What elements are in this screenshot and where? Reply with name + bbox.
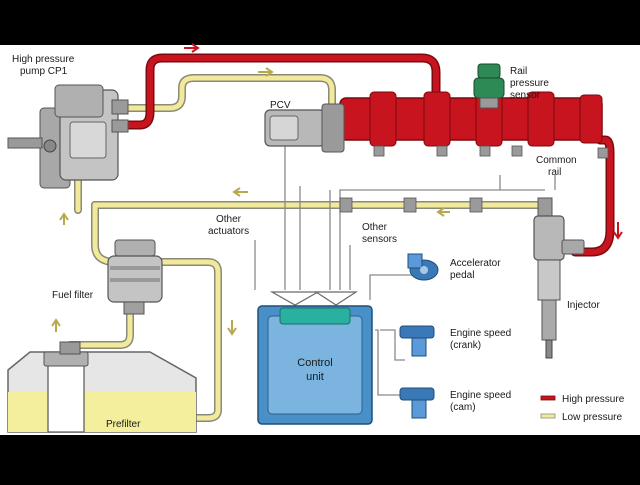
legend-label-low: Low pressure (562, 412, 622, 423)
other-actuators-label-1: Other (216, 214, 242, 225)
legend-label-high: High pressure (562, 394, 625, 405)
input-arrows (269, 291, 359, 306)
fuel-filter-label: Fuel filter (52, 290, 94, 301)
accelerator-label-1: Accelerator (450, 258, 501, 269)
engine-speed-crank-sensor-icon (399, 325, 435, 357)
labels: High pressure pump CP1 PCV Rail pressure… (12, 54, 600, 430)
other-sensors-label-2: sensors (362, 234, 397, 245)
accelerator-pedal-icon (407, 253, 439, 281)
legend-swatch-high (540, 395, 556, 401)
legend: High pressure Low pressure (540, 394, 625, 423)
common-rail-label-2: rail (548, 167, 561, 178)
common-rail (339, 91, 609, 159)
return-connectors (339, 197, 483, 213)
control-unit-label-2: unit (306, 371, 324, 383)
pcv-label: PCV (270, 100, 291, 111)
fuel-tank (7, 341, 197, 433)
engine-speed-cam-sensor-icon (399, 387, 435, 419)
engine-speed-crank-label-1: Engine speed (450, 328, 511, 339)
lp-arrow-return-icon (232, 187, 248, 197)
lp-arrow-return2-icon (436, 207, 450, 217)
control-unit-label-1: Control (297, 357, 332, 369)
flow-arrows (51, 43, 623, 336)
control-unit: Control unit (257, 305, 373, 425)
other-actuators-label-2: actuators (208, 226, 249, 237)
engine-speed-crank-label-2: (crank) (450, 340, 481, 351)
common-rail-label-1: Common (536, 155, 577, 166)
lp-arrow-top-icon (258, 67, 274, 77)
lp-arrow-down-icon (227, 320, 237, 336)
hp-pump-label-1: High pressure (12, 54, 75, 65)
legend-swatch-low (540, 413, 556, 419)
rail-sensor-label-3: sensor (510, 90, 541, 101)
engine-speed-cam-label-1: Engine speed (450, 390, 511, 401)
injector-icon (533, 197, 585, 359)
lp-arrow-tank-icon (51, 318, 61, 332)
signal-wires (254, 127, 556, 396)
low-pressure-lines (66, 74, 549, 422)
lp-arrow-up-icon (59, 212, 69, 225)
injector-label: Injector (567, 300, 600, 311)
prefilter-label: Prefilter (106, 419, 141, 430)
rail-sensor-label-1: Rail (510, 66, 527, 77)
rail-pressure-sensor-icon (473, 63, 505, 109)
hp-arrow-injector-icon (613, 222, 623, 240)
high-pressure-pump-icon (7, 84, 129, 189)
fuel-filter-icon (107, 239, 163, 315)
hp-pump-label-2: pump CP1 (20, 66, 68, 77)
high-pressure-lines (115, 53, 615, 257)
accelerator-label-2: pedal (450, 270, 474, 281)
engine-speed-cam-label-2: (cam) (450, 402, 476, 413)
pcv-valve-icon (264, 103, 345, 153)
other-sensors-label-1: Other (362, 222, 388, 233)
rail-sensor-label-2: pressure (510, 78, 549, 89)
hp-arrow-top-icon (184, 43, 200, 53)
